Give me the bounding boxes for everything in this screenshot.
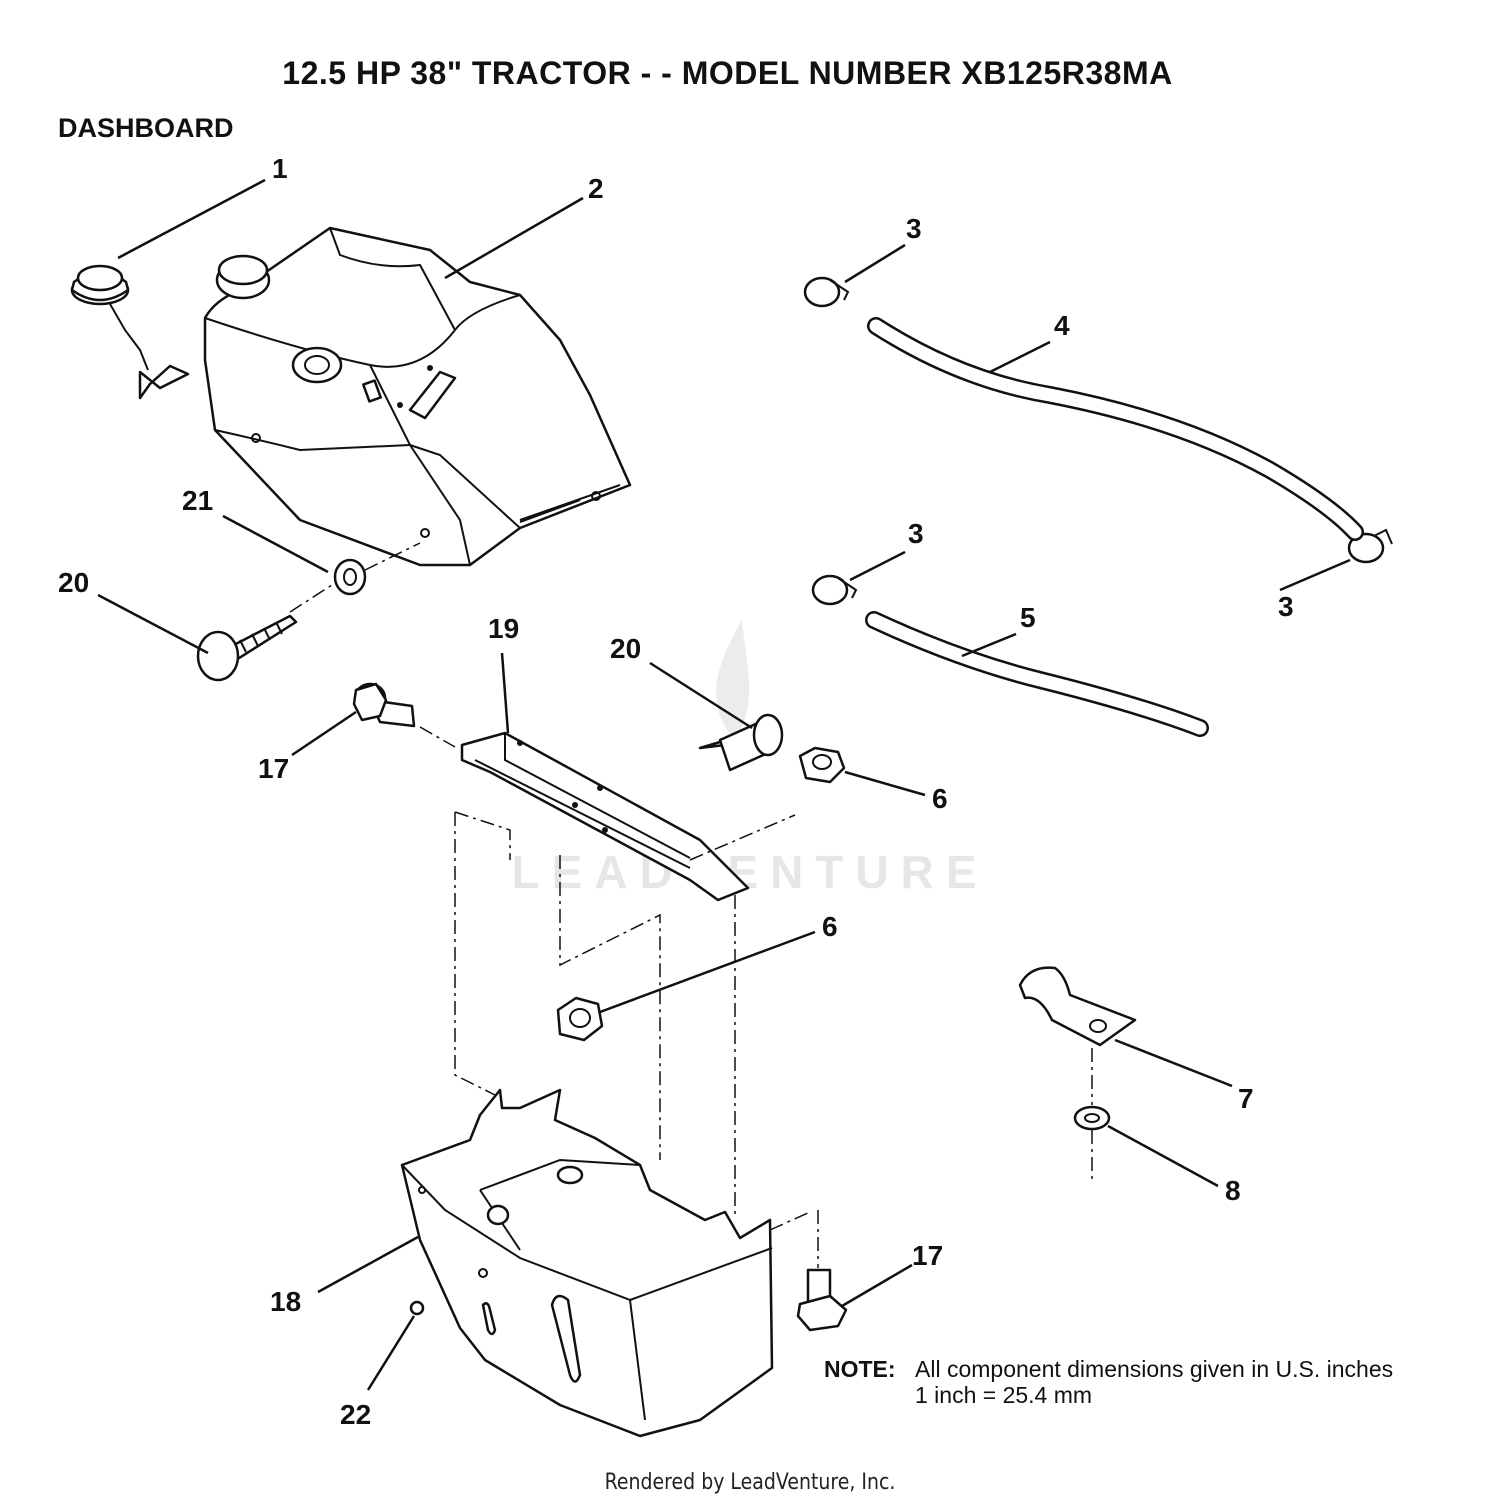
- callouts: 1 2 3 4 3 3 5 19 20 21 20 17 6 6 7 8 17 …: [58, 153, 1294, 1430]
- note-line-2: 1 inch = 25.4 mm: [915, 1382, 1093, 1408]
- push-nut: [409, 1300, 425, 1316]
- bolt-upper: [352, 682, 416, 728]
- callout-6-lower: 6: [822, 911, 838, 942]
- callout-17-lower: 17: [912, 1240, 943, 1271]
- callout-3-middle: 3: [908, 518, 924, 549]
- dimension-note: NOTE: All component dimensions given in U…: [824, 1356, 1393, 1408]
- callout-8: 8: [1225, 1175, 1241, 1206]
- note-label: NOTE:: [824, 1356, 896, 1382]
- bolt-lower: [796, 1268, 848, 1332]
- callout-17-upper: 17: [258, 753, 289, 784]
- callout-18: 18: [270, 1286, 301, 1317]
- screw-upper: [196, 614, 298, 682]
- callout-3-right: 3: [1278, 591, 1294, 622]
- diagram-title: 12.5 HP 38" TRACTOR - - MODEL NUMBER XB1…: [282, 55, 1173, 91]
- washer-21: [333, 558, 367, 596]
- hose-clamp-upper-right: [1347, 528, 1393, 564]
- callout-20-upper: 20: [58, 567, 89, 598]
- callout-22: 22: [340, 1399, 371, 1430]
- fuel-hose-long: [867, 317, 1364, 541]
- footer-credit: Rendered by LeadVenture, Inc.: [604, 1470, 896, 1495]
- callout-7: 7: [1238, 1083, 1254, 1114]
- hose-clamp-upper-left: [803, 276, 850, 308]
- dashboard-housing: [203, 226, 632, 567]
- hose-clamp-lower-left: [811, 574, 858, 606]
- watermark-text: LEADVENTURE: [511, 846, 988, 898]
- fuel-hose-short: [865, 611, 1209, 737]
- assembly-lines: [289, 542, 1093, 1268]
- lower-panel: [400, 1088, 774, 1438]
- screw-lower: [698, 713, 784, 772]
- callout-3-upper: 3: [906, 213, 922, 244]
- note-line-1: All component dimensions given in U.S. i…: [915, 1356, 1394, 1382]
- callout-19: 19: [488, 613, 519, 644]
- nut-lower: [556, 996, 604, 1042]
- callout-20-lower: 20: [610, 633, 641, 664]
- leader-lines: [97, 178, 1351, 1391]
- callout-1: 1: [272, 153, 288, 184]
- fuel-cap: [70, 264, 190, 400]
- nut-upper: [798, 746, 846, 784]
- support-bracket: [460, 731, 750, 902]
- section-label: DASHBOARD: [58, 113, 234, 143]
- callout-5: 5: [1020, 602, 1036, 633]
- callout-2: 2: [588, 173, 604, 204]
- callout-6-upper: 6: [932, 783, 948, 814]
- callout-4: 4: [1054, 310, 1070, 341]
- washer-8: [1073, 1105, 1111, 1131]
- hose-clip: [1018, 966, 1137, 1047]
- callout-21: 21: [182, 485, 213, 516]
